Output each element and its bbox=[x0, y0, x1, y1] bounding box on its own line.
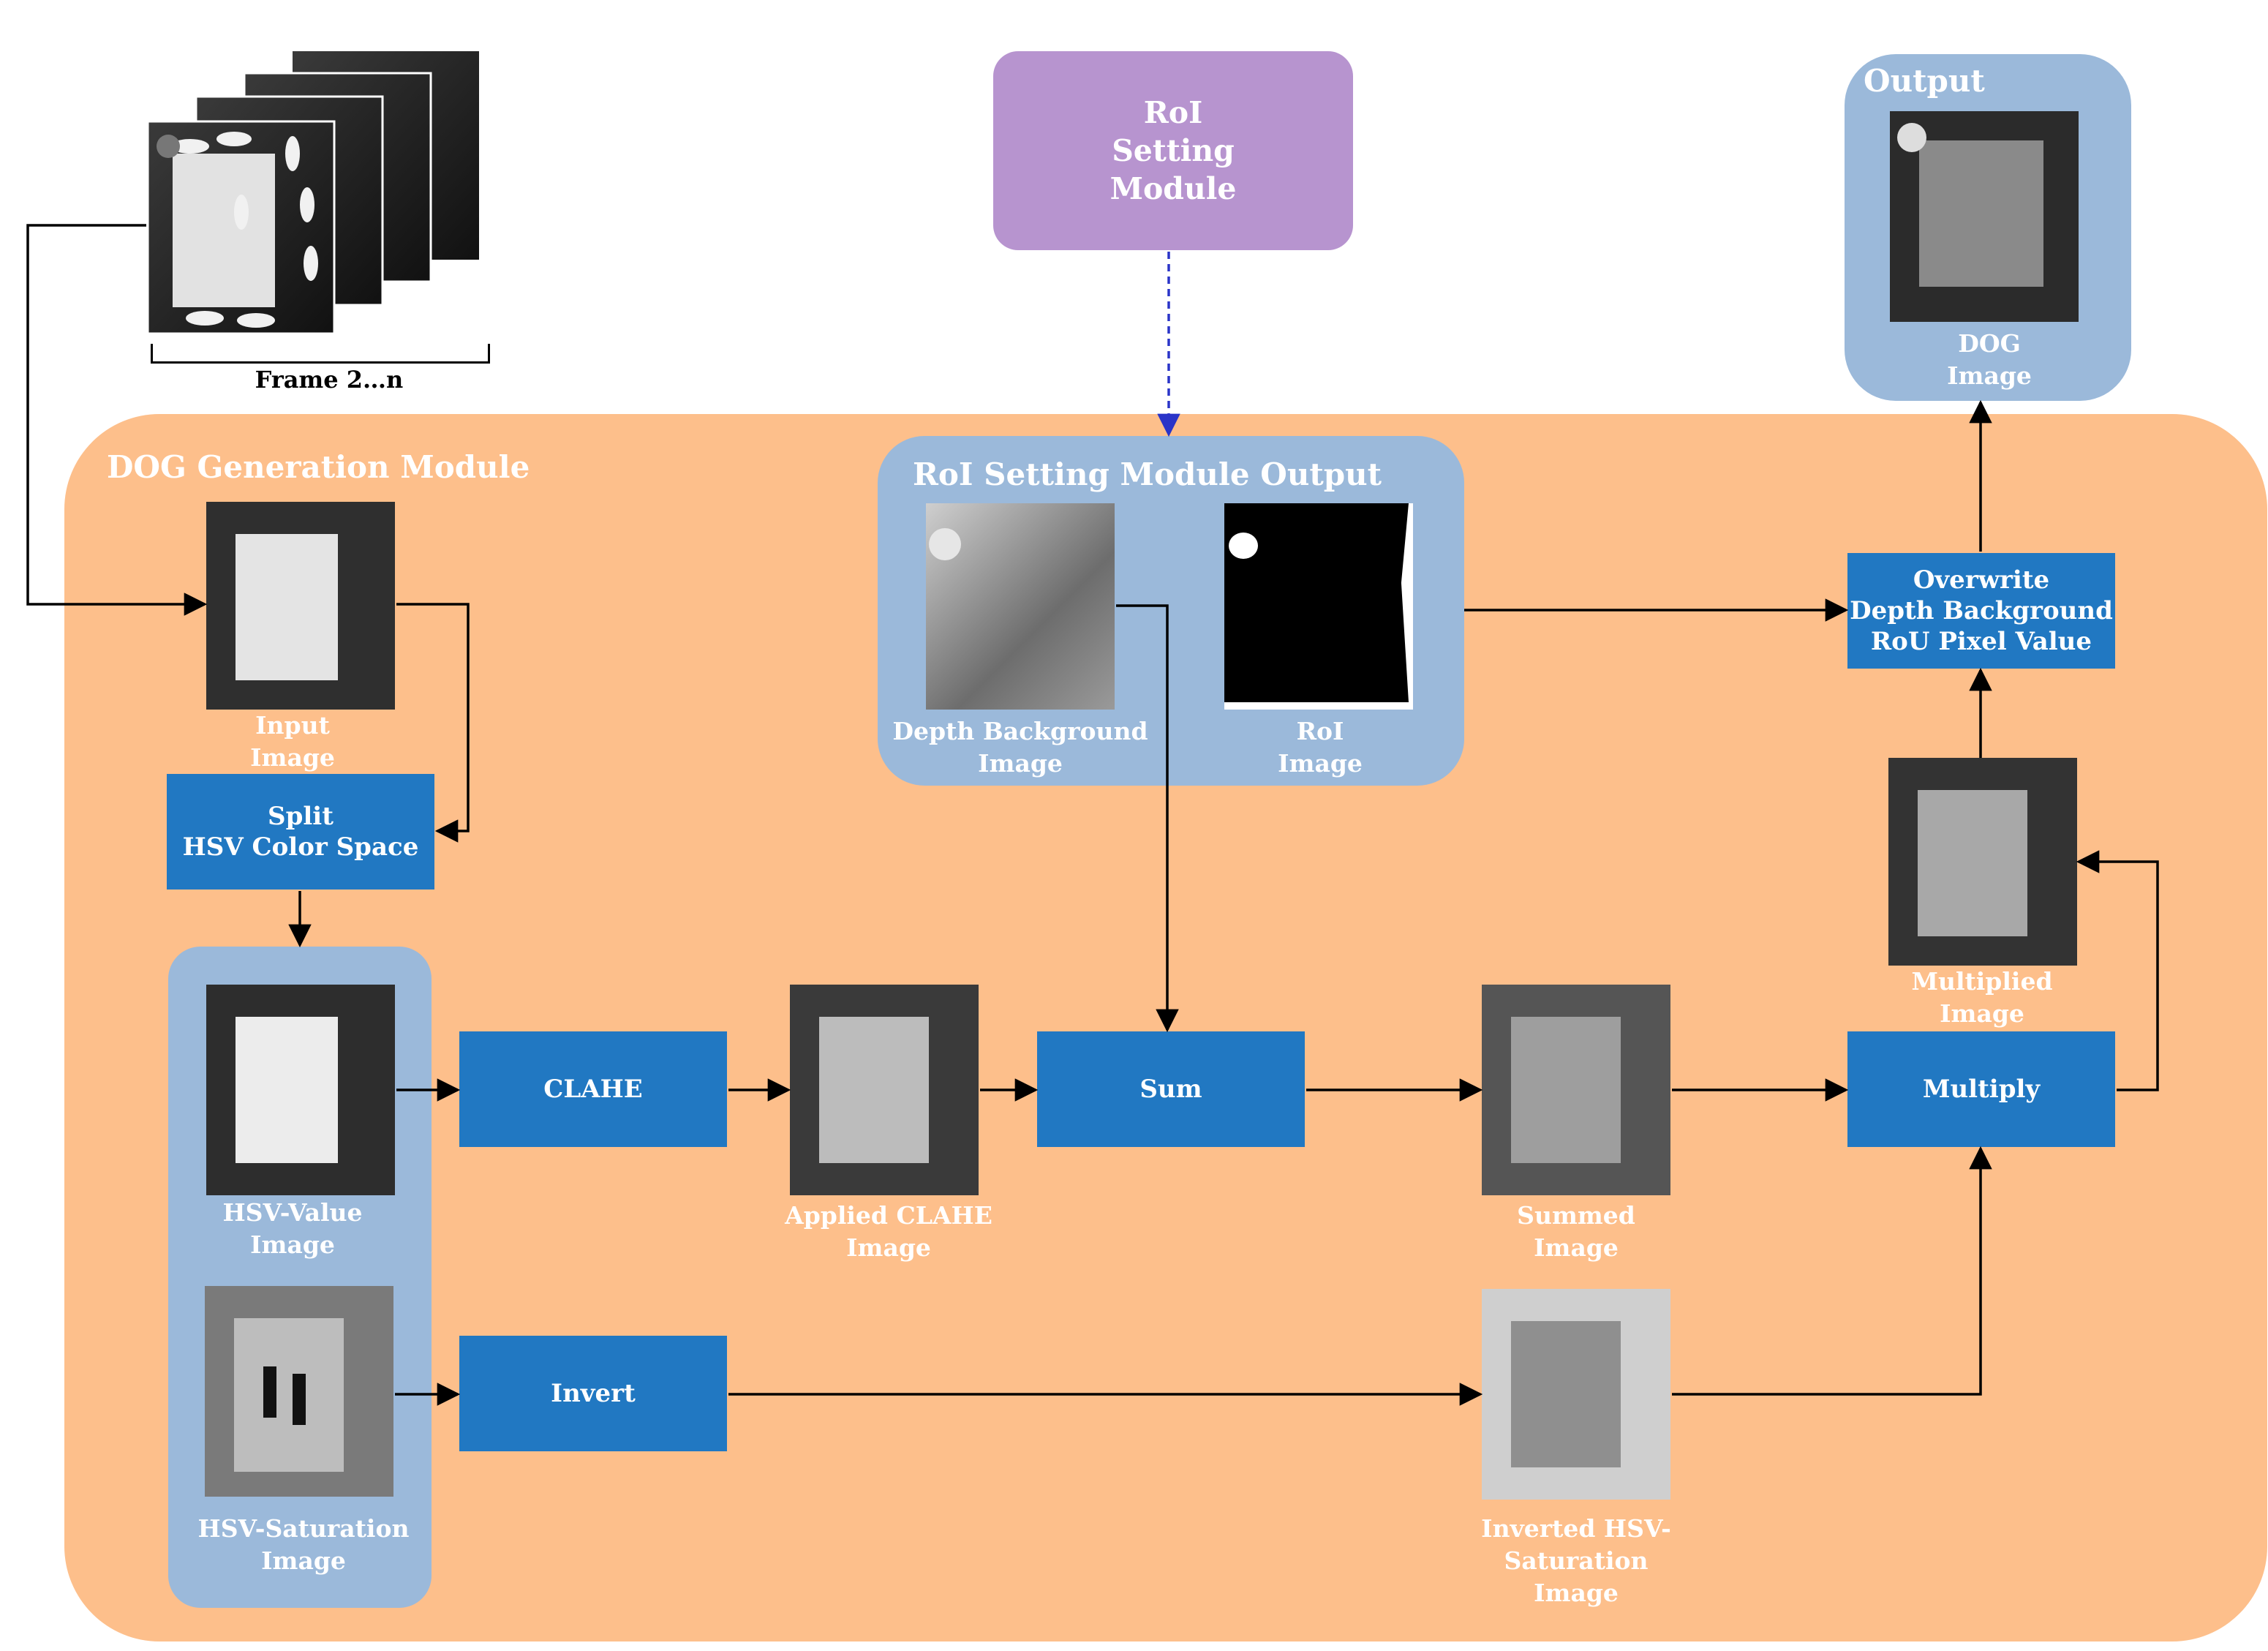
multiplied-image-label: Multiplied Image bbox=[1911, 967, 2053, 1028]
dog-output-image bbox=[1890, 111, 2079, 322]
multiplied-image bbox=[1888, 758, 2077, 966]
hsv-value-image bbox=[206, 985, 395, 1195]
multiply-box: Multiply bbox=[1847, 1031, 2115, 1147]
inverted-saturation-image bbox=[1482, 1289, 1670, 1500]
roi-image bbox=[1224, 503, 1413, 710]
dog-generation-module-title: DOG Generation Module bbox=[107, 449, 530, 485]
overwrite-label: Overwrite Depth Background RoU Pixel Val… bbox=[1850, 565, 2113, 656]
sum-label: Sum bbox=[1139, 1075, 1202, 1104]
sum-box: Sum bbox=[1037, 1031, 1305, 1147]
depth-to-sum-arrow bbox=[1116, 604, 1179, 1033]
frames-to-input-arrow bbox=[26, 224, 208, 616]
frame-stack-images bbox=[146, 51, 479, 335]
invert-box: Invert bbox=[459, 1336, 727, 1451]
roi-setting-module: RoI Setting Module bbox=[993, 51, 1353, 250]
roi-setting-module-label: RoI Setting Module bbox=[1109, 95, 1237, 206]
hsv-saturation-image bbox=[205, 1286, 393, 1497]
applied-clahe-image-label: Applied CLAHE Image bbox=[785, 1201, 992, 1262]
output-title: Output bbox=[1864, 63, 1985, 99]
inverted-to-multiply-arrow bbox=[1672, 1146, 1992, 1396]
hsv-value-image-label: HSV-Value Image bbox=[222, 1198, 363, 1259]
clahe-label: CLAHE bbox=[543, 1075, 643, 1104]
split-hsv-box: Split HSV Color Space bbox=[167, 774, 434, 890]
input-image bbox=[206, 502, 395, 710]
input-to-split-arrow bbox=[396, 603, 470, 843]
frame-stack bbox=[146, 51, 483, 336]
frame-stack-label: Frame 2…n bbox=[255, 366, 404, 394]
roi-image-label: RoI Image bbox=[1278, 717, 1363, 778]
depth-background-image-label: Depth Background Image bbox=[892, 717, 1148, 778]
dog-output-image-label: DOG Image bbox=[1947, 329, 2032, 390]
clahe-box: CLAHE bbox=[459, 1031, 727, 1147]
summed-image-label: Summed Image bbox=[1517, 1201, 1635, 1262]
multiply-to-multiplied-arrow bbox=[2076, 850, 2159, 1091]
depth-background-image bbox=[926, 503, 1115, 710]
roi-output-title: RoI Setting Module Output bbox=[913, 456, 1382, 492]
frame-bracket bbox=[151, 344, 490, 364]
summed-image bbox=[1482, 985, 1670, 1195]
invert-label: Invert bbox=[551, 1379, 636, 1408]
input-image-label: Input Image bbox=[250, 711, 335, 772]
split-hsv-label: Split HSV Color Space bbox=[182, 802, 419, 862]
hsv-saturation-image-label: HSV-Saturation Image bbox=[197, 1514, 410, 1575]
multiply-label: Multiply bbox=[1922, 1075, 2041, 1104]
frame-1 bbox=[146, 120, 336, 335]
applied-clahe-image bbox=[790, 985, 979, 1195]
inverted-saturation-image-label: Inverted HSV-Saturation Image bbox=[1481, 1514, 1671, 1607]
overwrite-box: Overwrite Depth Background RoU Pixel Val… bbox=[1847, 553, 2115, 669]
